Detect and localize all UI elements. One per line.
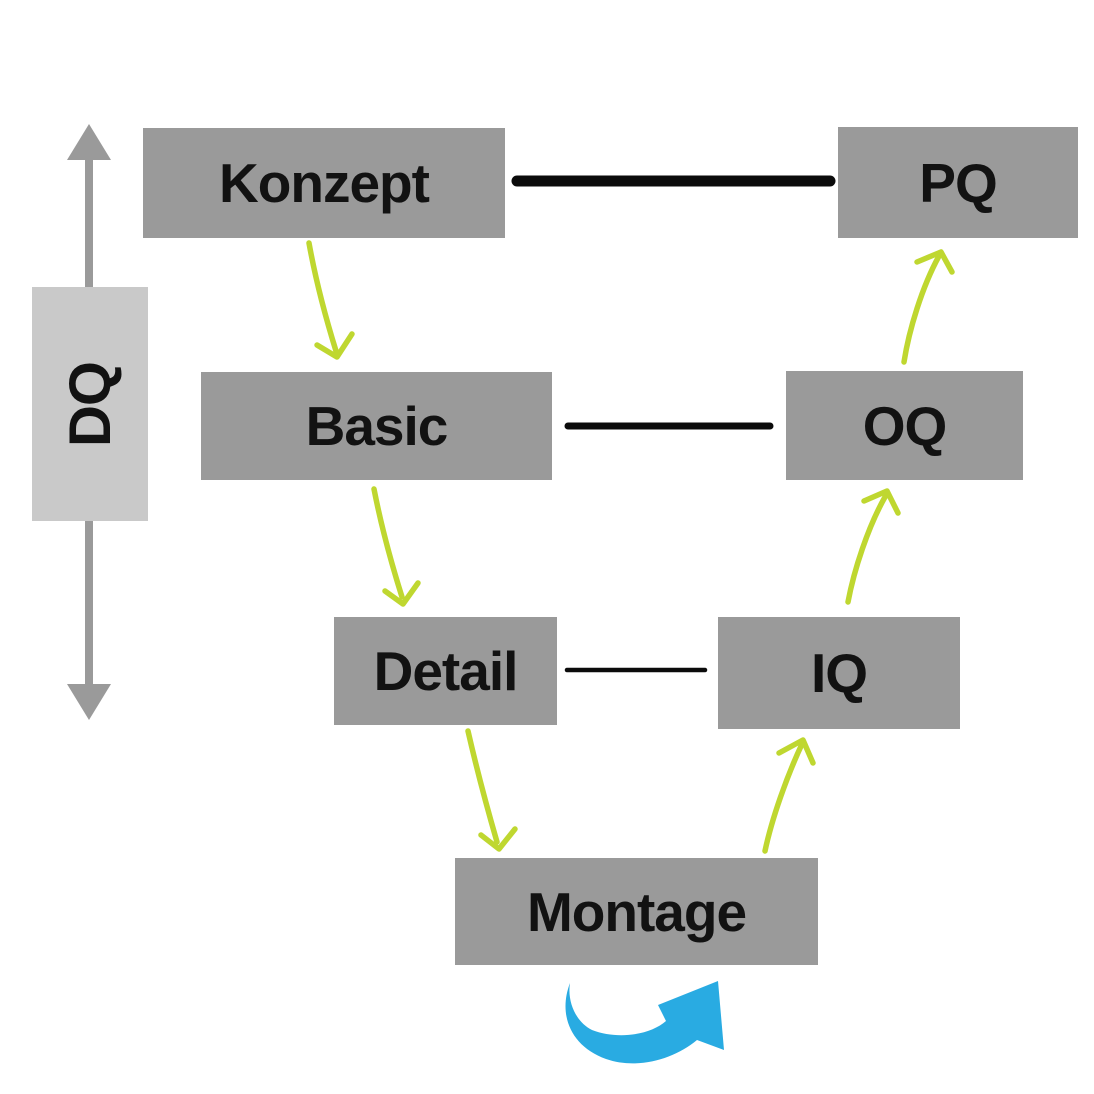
node-dq-label: DQ [57,361,123,447]
arrow-basic-to-detail-icon [371,486,421,607]
node-dq: DQ [32,287,148,521]
node-pq: PQ [838,127,1078,238]
blue-curved-arrow-icon [565,981,724,1064]
arrow-oq-to-pq-icon [901,249,955,365]
node-iq: IQ [718,617,960,729]
node-montage: Montage [455,858,818,965]
node-konzept-label: Konzept [219,152,430,214]
arrow-montage-to-iq-icon [762,737,816,854]
node-detail-label: Detail [373,640,519,702]
node-pq-label: PQ [919,151,997,214]
node-oq-label: OQ [862,394,948,457]
node-basic-label: Basic [305,395,449,457]
node-montage-label: Montage [526,880,747,943]
node-iq-label: IQ [810,642,868,704]
arrow-detail-to-montage-icon [465,728,518,852]
arrow-konzept-to-basic-icon [306,240,355,360]
arrow-iq-to-oq-icon [845,488,901,605]
node-basic: Basic [201,372,552,480]
node-detail: Detail [334,617,557,725]
node-oq: OQ [786,371,1023,480]
node-konzept: Konzept [143,128,505,238]
